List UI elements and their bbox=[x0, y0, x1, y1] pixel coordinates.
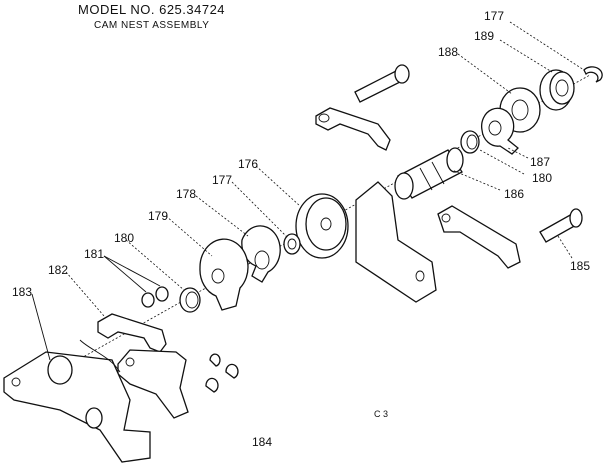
label-178: 178 bbox=[176, 187, 196, 201]
label-183: 183 bbox=[12, 285, 32, 299]
part-177-retaining-ring bbox=[583, 66, 603, 83]
part-179-cam bbox=[199, 238, 249, 311]
label-182: 182 bbox=[48, 263, 68, 277]
part-185-pin bbox=[539, 208, 583, 243]
leader-lines bbox=[31, 21, 585, 361]
part-189-bearing bbox=[539, 69, 575, 111]
label-184: 184 bbox=[252, 435, 272, 449]
label-177-middle: 177 bbox=[212, 173, 232, 187]
part-upper-pin bbox=[354, 64, 410, 103]
label-188: 188 bbox=[438, 45, 458, 59]
part-180-spring-lower bbox=[179, 287, 201, 313]
part-177-clip-middle bbox=[283, 233, 301, 255]
label-180-upper: 180 bbox=[532, 171, 552, 185]
model-number: MODEL NO. 625.34724 bbox=[78, 2, 226, 17]
label-186: 186 bbox=[504, 187, 524, 201]
part-176-cam-plate bbox=[295, 181, 437, 303]
label-176: 176 bbox=[238, 157, 258, 171]
label-181: 181 bbox=[84, 247, 104, 261]
part-186-shaft bbox=[394, 147, 464, 200]
part-182-lever bbox=[97, 313, 167, 353]
part-lower-cam-plate bbox=[117, 349, 189, 419]
assembly-name: CAM NEST ASSEMBLY bbox=[94, 20, 210, 31]
part-labels: 177 189 188 187 180 186 176 177 178 179 … bbox=[12, 9, 590, 449]
label-177-top: 177 bbox=[484, 9, 504, 23]
part-181-clips bbox=[141, 286, 169, 308]
part-upper-lever bbox=[315, 107, 391, 151]
part-lower-clips bbox=[205, 353, 239, 393]
label-179: 179 bbox=[148, 209, 168, 223]
part-187-cam bbox=[481, 107, 519, 155]
label-180-lower: 180 bbox=[114, 231, 134, 245]
part-right-lever bbox=[437, 205, 521, 269]
label-185: 185 bbox=[570, 259, 590, 273]
diagram-code: C 3 bbox=[374, 409, 389, 419]
label-187: 187 bbox=[530, 155, 550, 169]
part-180-spring-upper bbox=[460, 130, 480, 154]
part-183-frame bbox=[3, 339, 151, 463]
label-189: 189 bbox=[474, 29, 494, 43]
